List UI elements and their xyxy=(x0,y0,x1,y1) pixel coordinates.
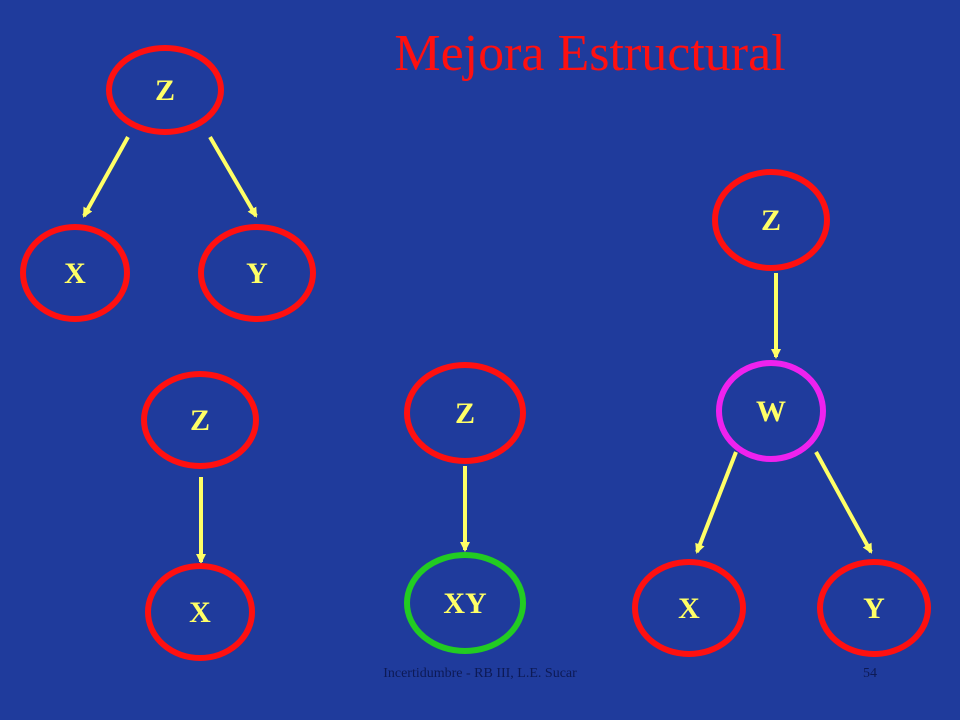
node-eliminate-x: X xyxy=(145,563,255,661)
node-label: W xyxy=(756,395,786,428)
node-label: Z xyxy=(455,397,475,430)
node-label: Y xyxy=(246,257,268,290)
node-label: X xyxy=(678,592,700,625)
node-eliminate-z: Z xyxy=(141,371,259,469)
edge-original-z-to-x xyxy=(82,136,130,218)
slide-title: Mejora Estructural xyxy=(394,25,786,82)
node-ellipse xyxy=(198,224,316,322)
node-label: Z xyxy=(155,74,175,107)
node-combine-z: Z xyxy=(404,362,526,464)
node-combine-xy: XY xyxy=(404,552,526,654)
node-ellipse xyxy=(404,362,526,464)
node-label: Z xyxy=(761,204,781,237)
node-hidden-node-w: W xyxy=(716,360,826,462)
edge-original-z-to-y xyxy=(208,135,258,218)
page-number: 54 xyxy=(863,666,877,681)
node-ellipse xyxy=(20,224,130,322)
node-label: Z xyxy=(190,404,210,437)
node-ellipse xyxy=(145,563,255,661)
node-ellipse xyxy=(817,559,931,657)
node-label: Y xyxy=(863,592,885,625)
node-hidden-node-y: Y xyxy=(817,559,931,657)
node-ellipse xyxy=(716,360,826,462)
node-original-z: Z xyxy=(106,45,224,135)
edge-hidden-node-w-to-x xyxy=(695,451,738,554)
node-ellipse xyxy=(106,45,224,135)
node-ellipse xyxy=(404,552,526,654)
node-original-y: Y xyxy=(198,224,316,322)
node-ellipse xyxy=(141,371,259,469)
edge-hidden-node-w-to-y xyxy=(814,451,873,554)
node-ellipse xyxy=(632,559,746,657)
node-ellipse xyxy=(712,169,830,271)
node-label: X xyxy=(64,257,86,290)
edges-layer xyxy=(82,135,873,564)
node-label: X xyxy=(189,596,211,629)
node-label: XY xyxy=(443,587,487,620)
node-original-x: X xyxy=(20,224,130,322)
footer-credit: Incertidumbre - RB III, L.E. Sucar xyxy=(383,666,577,681)
node-hidden-node-x: X xyxy=(632,559,746,657)
node-hidden-node-z: Z xyxy=(712,169,830,271)
